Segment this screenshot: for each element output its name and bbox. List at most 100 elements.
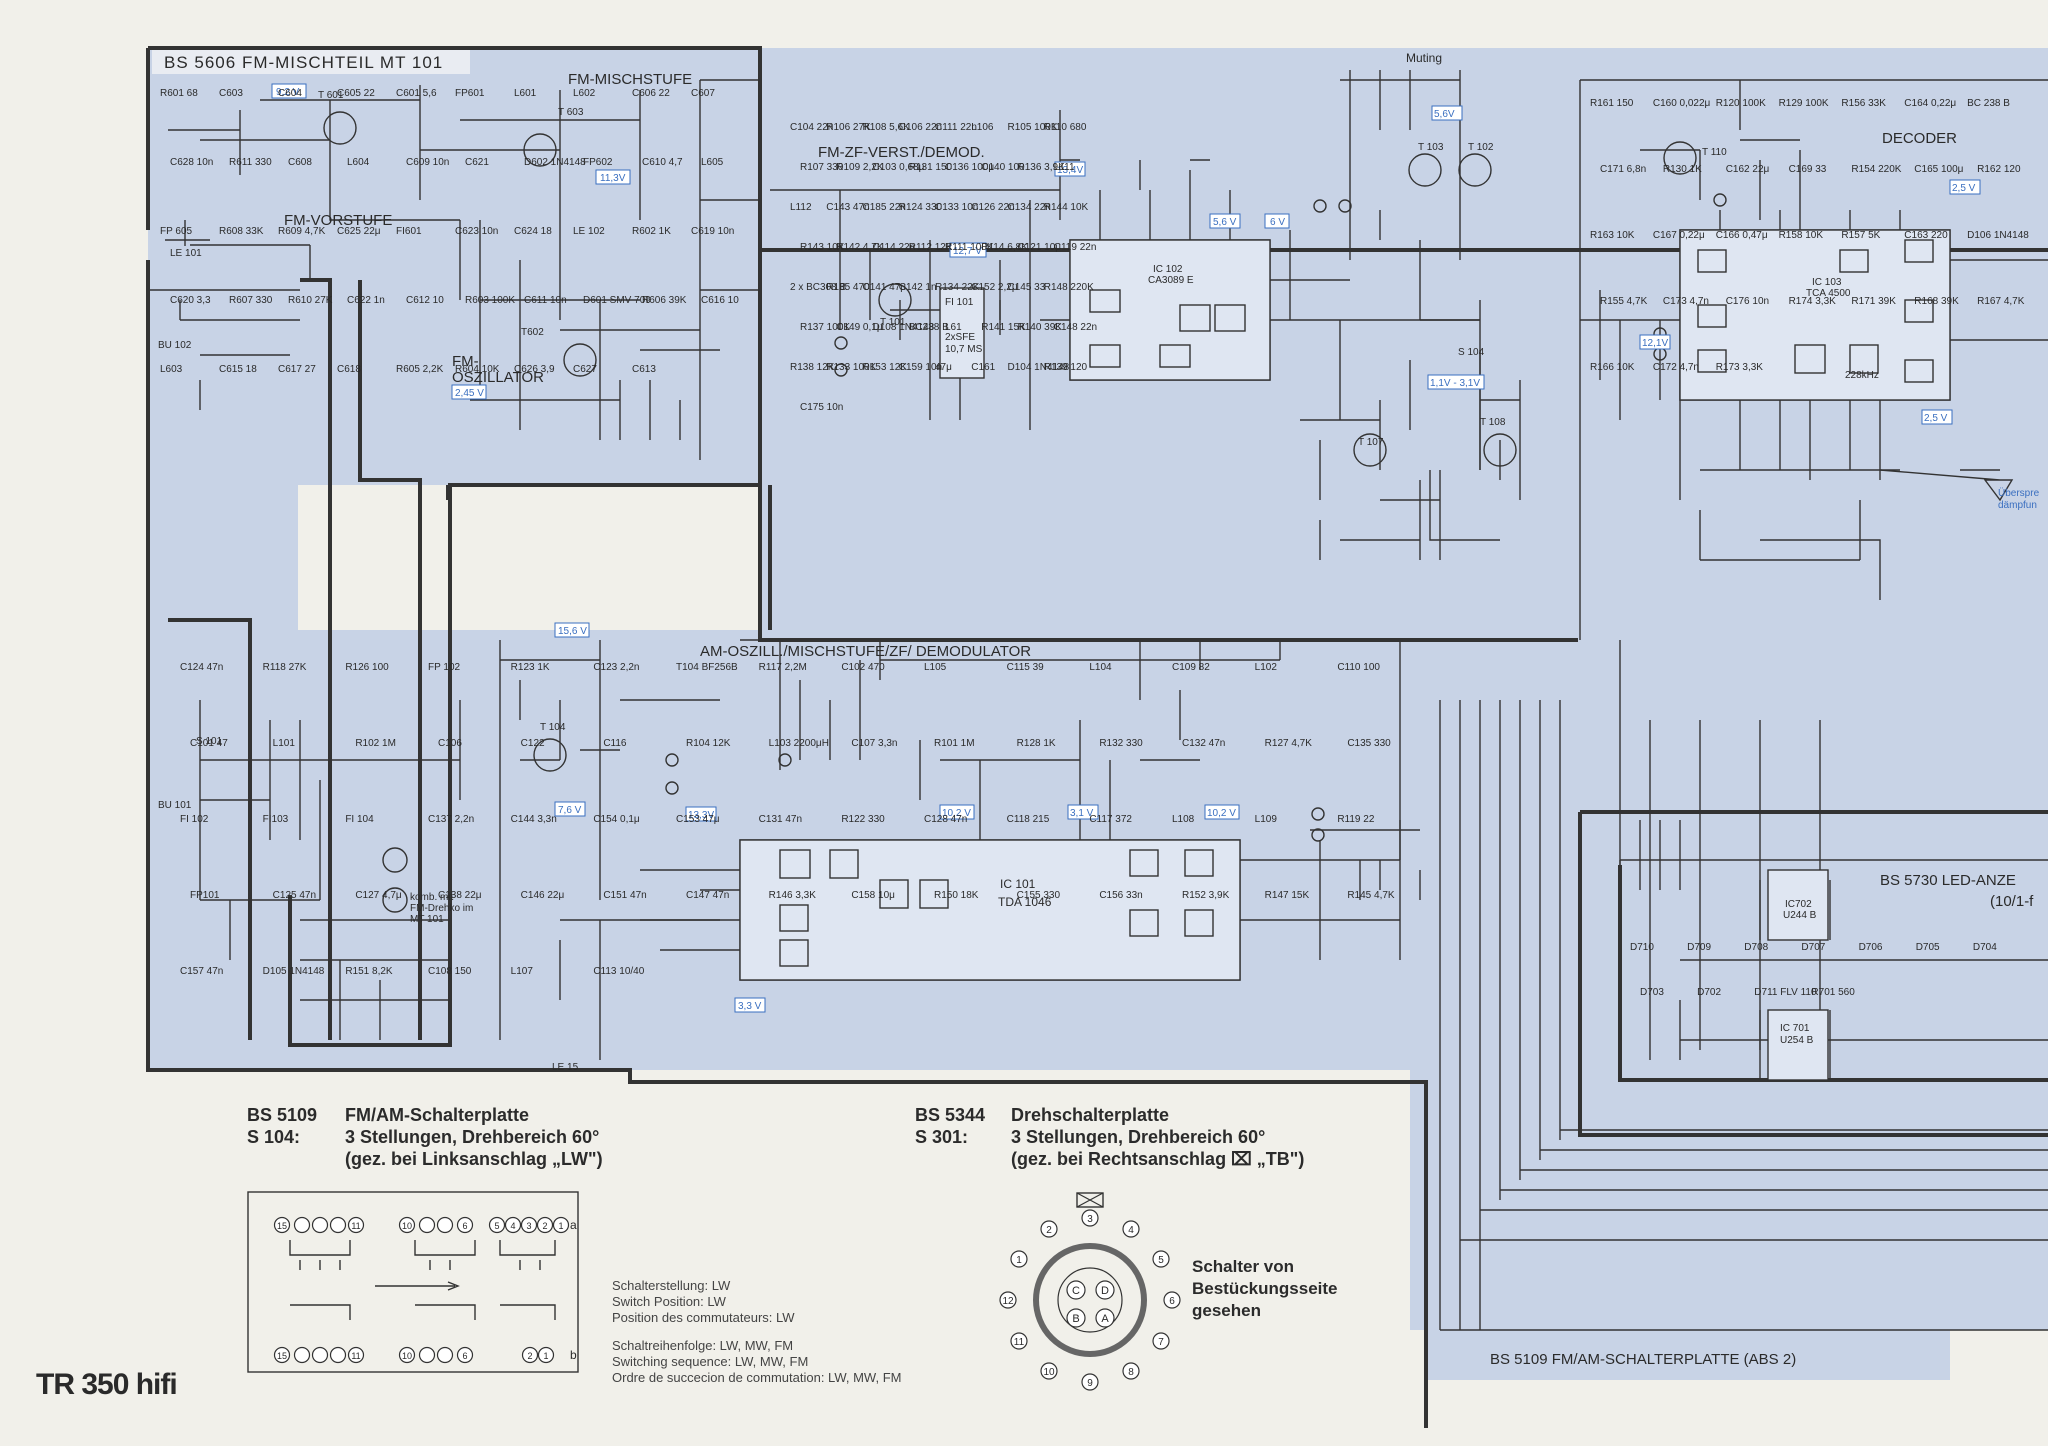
svg-text:S 101: S 101 xyxy=(196,736,223,747)
component-label: FP601 xyxy=(455,88,485,99)
switch-contact xyxy=(311,1216,329,1234)
svg-text:1,1V - 3,1V: 1,1V - 3,1V xyxy=(1430,378,1480,389)
component-label: R122 330 xyxy=(841,814,885,825)
component-label: C155 330 xyxy=(1017,890,1061,901)
svg-text:komb. mit: komb. mit xyxy=(410,892,454,903)
component-label: C118 215 xyxy=(1007,814,1050,825)
component-label: C175 10n xyxy=(800,402,843,413)
note-line: Switch Position: LW xyxy=(612,1294,726,1309)
component-label: C620 3,3 xyxy=(170,295,211,306)
switch-contact: 11 xyxy=(347,1216,365,1234)
component-label: R129 100K xyxy=(1779,98,1829,109)
note-line: Position des commutateurs: LW xyxy=(612,1310,795,1325)
component-label: C165 100μ xyxy=(1914,164,1963,175)
component-label: L112 xyxy=(790,202,812,213)
note-line: Ordre de succecion de commutation: LW, M… xyxy=(612,1370,902,1385)
fm-pre-stage-title: FM-VORSTUFE xyxy=(284,212,392,229)
component-label: FP 102 xyxy=(428,662,460,673)
component-label: C621 xyxy=(465,157,489,168)
ic-labels: IC 102 CA3089 E IC 103 TCA 4500 IC 101 T… xyxy=(158,90,1879,1073)
component-label: R130 1K xyxy=(1663,164,1702,175)
component-label: BC238 B xyxy=(909,322,949,333)
component-label: C117 372 xyxy=(1089,814,1132,825)
component-label: C173 4,7n xyxy=(1663,296,1709,307)
component-label: C132 47n xyxy=(1182,738,1225,749)
svg-text:6: 6 xyxy=(462,1351,467,1361)
note-line: Switching sequence: LW, MW, FM xyxy=(612,1354,809,1369)
component-label: C171 6,8n xyxy=(1600,164,1646,175)
component-label: C147 47n xyxy=(686,890,729,901)
component-label: C101 47 xyxy=(190,738,228,749)
component-label: L602 xyxy=(573,88,596,99)
svg-text:T 107: T 107 xyxy=(1358,437,1384,448)
note-line: Schaltreihenfolge: LW, MW, FM xyxy=(612,1338,794,1353)
switch-contact: 3 xyxy=(520,1216,538,1234)
component-label: D708 xyxy=(1744,942,1768,953)
component-label: C109 82 xyxy=(1172,662,1210,673)
right-h2: S 301: xyxy=(915,1127,969,1147)
component-label: C185 22n xyxy=(863,202,906,213)
component-label: R601 68 xyxy=(160,88,198,99)
component-label: R608 33K xyxy=(219,226,264,237)
component-label: FI103 xyxy=(263,814,289,825)
component-label: C615 18 xyxy=(219,364,257,375)
component-label: C102 470 xyxy=(841,662,885,673)
component-label: R114 6,8K xyxy=(981,242,1028,253)
svg-text:10,7 MS: 10,7 MS xyxy=(945,344,983,355)
svg-text:2: 2 xyxy=(527,1351,532,1361)
row-a-letter: a xyxy=(570,1218,577,1232)
svg-text:T602: T602 xyxy=(521,327,544,338)
component-label: C140 100 xyxy=(981,162,1025,173)
svg-text:10,2 V: 10,2 V xyxy=(1207,808,1236,819)
component-label: R118 27K xyxy=(263,662,307,673)
svg-text:8: 8 xyxy=(1128,1367,1134,1378)
svg-text:7,6 V: 7,6 V xyxy=(558,805,582,816)
component-label: D108 1N4148 xyxy=(873,322,935,333)
component-label: R123 1K xyxy=(511,662,550,673)
svg-text:2: 2 xyxy=(1046,1225,1052,1236)
rotary-letter: A xyxy=(1095,1308,1115,1328)
voltage-label: 1,1V - 3,1V xyxy=(1427,374,1485,390)
component-label: R139 120 xyxy=(1044,362,1088,373)
rotary-terminal: 12 xyxy=(999,1291,1017,1309)
model-title: TR 350 hifi xyxy=(36,1368,178,1401)
switch-contact: 1 xyxy=(537,1346,555,1364)
svg-text:9: 9 xyxy=(1087,1378,1093,1389)
switch-contact xyxy=(293,1346,311,1364)
voltage-label: 13,4V xyxy=(1054,161,1086,177)
component-label: R163 10K xyxy=(1590,230,1635,241)
svg-text:13,3V: 13,3V xyxy=(688,810,714,821)
component-label: R107 330 xyxy=(800,162,844,173)
svg-text:6: 6 xyxy=(462,1221,467,1231)
component-label: C161 xyxy=(971,362,995,373)
switch-contact: 6 xyxy=(456,1346,474,1364)
svg-text:FM-Drehko im: FM-Drehko im xyxy=(410,903,473,914)
component-label: D601 SMV 709 xyxy=(583,295,651,306)
component-label: R109 2,2K xyxy=(836,162,884,173)
fm-osc-title-1: FM- xyxy=(452,353,479,370)
voltage-label: 9,2 V xyxy=(271,83,307,99)
voltage-label: 10,2 V xyxy=(1204,804,1240,820)
component-label: R155 4,7K xyxy=(1600,296,1648,307)
component-label: R105 100K xyxy=(1008,122,1058,133)
component-label: L603 xyxy=(160,364,183,375)
switch-contact: 10 xyxy=(398,1216,416,1234)
component-label: C159 10n xyxy=(899,362,942,373)
component-label: C107 3,3n xyxy=(851,738,897,749)
switch-contact: 5 xyxy=(488,1216,506,1234)
right-h1b: Drehschalterplatte xyxy=(1011,1105,1170,1125)
svg-text:11: 11 xyxy=(1014,1337,1025,1348)
component-label: R144 10K xyxy=(1044,202,1089,213)
component-label: R152 3,9K xyxy=(1182,890,1230,901)
fm-mix-stage-title: FM-MISCHSTUFE xyxy=(568,71,692,88)
component-label: C108 150 xyxy=(428,966,472,977)
component-label: R110 680 xyxy=(1044,122,1087,133)
voltage-labels: 9,2 V 11,3V 2,45 V 12,7 V 13,4V 5,6 V 6 … xyxy=(271,83,1981,1013)
svg-text:5,6 V: 5,6 V xyxy=(1213,217,1237,228)
component-label: D710 xyxy=(1630,942,1654,953)
left-h1: BS 5109 xyxy=(247,1105,318,1125)
rotary-terminal: 5 xyxy=(1152,1250,1170,1268)
